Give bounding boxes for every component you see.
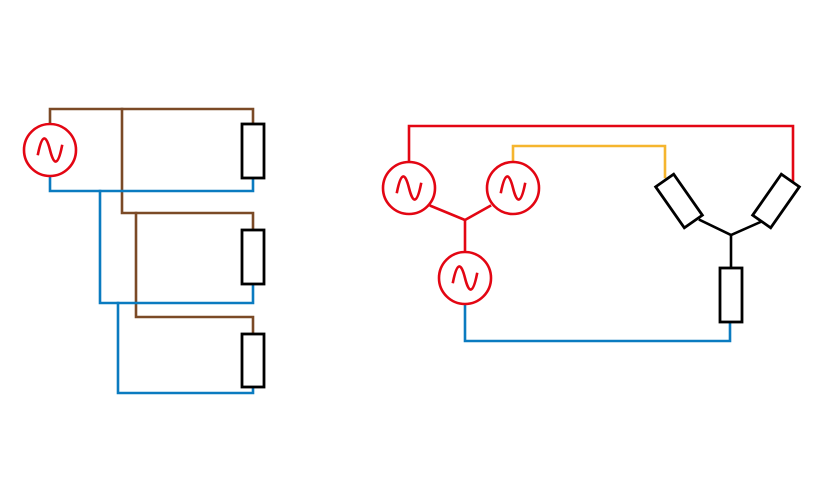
left-circuit — [22, 107, 266, 395]
left-phase-wire-top — [48, 107, 255, 126]
load-star-point — [698, 218, 767, 270]
right-return-wire-blue — [463, 302, 732, 343]
right-circuit — [381, 124, 802, 343]
left-return-wire-middle — [98, 189, 255, 305]
load-star-leg-2 — [729, 218, 767, 237]
right-load-3 — [718, 266, 744, 324]
right-phase-wire-orange — [511, 144, 667, 179]
left-phase-wire-bottom — [134, 211, 255, 336]
ac-source-icon — [36, 137, 64, 163]
left-phase-wire-middle — [120, 107, 255, 232]
left-load-2 — [240, 228, 266, 286]
left-ac-source — [22, 122, 78, 178]
right-phase-wire-red — [407, 124, 795, 184]
ac-source-icon — [451, 265, 479, 291]
right-ac-source-3 — [437, 250, 493, 306]
right-load-1 — [653, 172, 705, 230]
ac-source-icon — [395, 175, 423, 201]
left-load-3 — [240, 332, 266, 389]
right-ac-source-1 — [381, 160, 437, 216]
ac-source-icon — [499, 175, 527, 201]
source-star-leg-1 — [429, 204, 467, 222]
left-load-1 — [240, 122, 266, 180]
source-star-leg-2 — [463, 204, 492, 222]
left-return-wire-top — [48, 174, 255, 193]
right-ac-source-2 — [485, 160, 541, 216]
right-load-2 — [750, 172, 802, 230]
source-star-point — [429, 204, 492, 252]
load-star-leg-1 — [698, 218, 733, 237]
left-return-wire-bottom — [116, 301, 255, 395]
